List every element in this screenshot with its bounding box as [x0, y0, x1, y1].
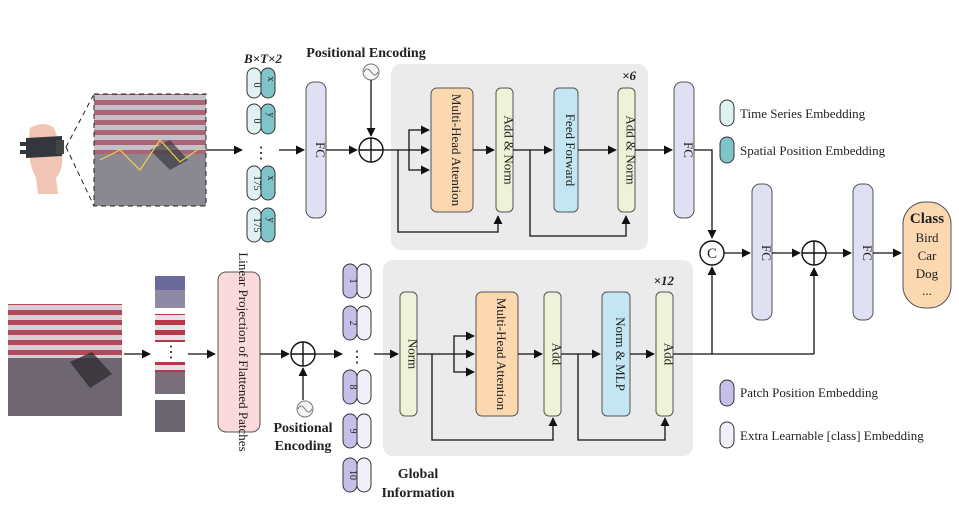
- svg-text:Add & Norm: Add & Norm: [624, 115, 639, 184]
- top-encoder-panel: [391, 64, 648, 250]
- bottom-encoder-panel: [383, 260, 693, 456]
- patch-token-1: 1: [342, 263, 372, 299]
- bottom-positional-encoding-line1: Positional: [273, 421, 332, 436]
- svg-text:Linear Projection of Flattened: Linear Projection of Flattened Patches: [236, 252, 251, 451]
- bottom-multi-head-attention-block: Multi-Head Attention: [475, 291, 519, 417]
- svg-text:175: 175: [251, 176, 262, 191]
- input-shape-label: B×T×2: [243, 51, 282, 66]
- patch-token-9: 9: [342, 413, 372, 449]
- sine-wave-icon: [362, 63, 380, 81]
- svg-text:y: y: [265, 218, 276, 223]
- time-series-token-x175: x 175: [246, 165, 276, 201]
- legend-extra-learnable-class-embedding: Extra Learnable [class] Embedding: [719, 421, 924, 449]
- fusion-fc-block-1: FC: [751, 183, 774, 321]
- global-information-line1: Global: [398, 467, 439, 482]
- svg-text:10: 10: [347, 470, 358, 480]
- top-add-norm-block-1: Add & Norm: [495, 87, 517, 213]
- fusion-fc-block-2: FC: [852, 183, 875, 321]
- class-output-title: Class: [910, 211, 944, 227]
- legend-swatch: [719, 379, 735, 407]
- patch-ellipsis: ⋮: [163, 344, 179, 361]
- top-fc-output-block: FC: [673, 81, 696, 219]
- top-multi-head-attention-block: Multi-Head Attention: [430, 87, 474, 213]
- linear-projection-block: Linear Projection of Flattened Patches: [217, 252, 261, 452]
- time-series-token-y0: y 0: [246, 103, 276, 135]
- legend-time-series-embedding: Time Series Embedding: [719, 99, 866, 127]
- svg-text:Time Series Embedding: Time Series Embedding: [740, 106, 866, 121]
- svg-text:Spatial Position Embedding: Spatial Position Embedding: [740, 143, 886, 158]
- top-add-norm-block-2: Add & Norm: [617, 87, 639, 213]
- svg-text:Add: Add: [550, 343, 565, 366]
- bottom-add-block-1: Add: [543, 291, 565, 417]
- svg-text:Extra Learnable [class] Embedd: Extra Learnable [class] Embedding: [740, 428, 924, 443]
- bottom-add-operator-icon: [290, 341, 316, 367]
- svg-text:Multi-Head Attention: Multi-Head Attention: [494, 298, 509, 411]
- eye-tracking-image: [93, 93, 207, 207]
- bottom-token-ellipsis: ⋮: [349, 349, 365, 366]
- patch-token-8: 8: [342, 369, 372, 405]
- legend-swatch: [719, 421, 735, 449]
- svg-text:Add: Add: [662, 343, 677, 366]
- concat-operator-icon: C: [699, 240, 725, 266]
- class-output-item: Dog: [916, 266, 939, 281]
- legend-swatch: [719, 99, 735, 127]
- legend-swatch: [719, 136, 735, 164]
- bottom-sine-wave-icon: [296, 400, 314, 418]
- svg-text:175: 175: [251, 218, 262, 233]
- svg-text:Norm & MLP: Norm & MLP: [613, 317, 628, 391]
- svg-text:x: x: [265, 176, 276, 181]
- svg-text:x: x: [265, 77, 276, 82]
- time-series-token-x0: x 0: [246, 67, 276, 99]
- class-output-item: ...: [922, 283, 932, 298]
- top-fc-input-block: FC: [305, 81, 328, 219]
- svg-text:Feed Forward: Feed Forward: [563, 114, 578, 187]
- top-repeat-label: ×6: [622, 68, 636, 83]
- global-information-line2: Information: [381, 486, 454, 501]
- top-add-operator-icon: [358, 137, 384, 163]
- legend-spatial-position-embedding: Spatial Position Embedding: [719, 136, 886, 164]
- bottom-norm-mlp-block: Norm & MLP: [601, 291, 631, 417]
- scene-image: [8, 304, 122, 416]
- top-feed-forward-block: Feed Forward: [553, 87, 579, 213]
- class-output-item: Bird: [915, 230, 939, 245]
- bottom-add-block-2: Add: [655, 291, 677, 417]
- svg-text:FC: FC: [759, 245, 774, 261]
- svg-text:FC: FC: [860, 245, 875, 261]
- svg-text:0: 0: [251, 119, 262, 124]
- legend-patch-position-embedding: Patch Position Embedding: [719, 379, 878, 407]
- class-output-box: Class Bird Car Dog ...: [902, 201, 952, 309]
- svg-text:0: 0: [251, 83, 262, 88]
- svg-text:2: 2: [347, 321, 358, 326]
- svg-text:1: 1: [347, 279, 358, 284]
- top-positional-encoding-label: Positional Encoding: [306, 46, 425, 61]
- svg-text:9: 9: [347, 429, 358, 434]
- eye-tracker-head-icon: [20, 124, 64, 194]
- svg-text:Multi-Head Attention: Multi-Head Attention: [449, 94, 464, 207]
- bottom-positional-encoding-line2: Encoding: [275, 439, 332, 454]
- svg-text:Patch Position Embedding: Patch Position Embedding: [740, 385, 878, 400]
- patch-token-2: 2: [342, 305, 372, 341]
- svg-text:8: 8: [347, 385, 358, 390]
- image-patches: [155, 276, 185, 432]
- svg-text:FC: FC: [681, 142, 696, 158]
- svg-text:y: y: [265, 113, 276, 118]
- svg-text:FC: FC: [313, 142, 328, 158]
- bottom-repeat-label: ×12: [654, 273, 675, 288]
- time-series-token-y175: y 175: [246, 207, 276, 243]
- top-token-ellipsis: ⋮: [253, 145, 269, 162]
- svg-text:C: C: [707, 246, 717, 262]
- patch-token-10: 10: [342, 457, 372, 493]
- class-output-item: Car: [918, 248, 937, 263]
- svg-text:Norm: Norm: [406, 339, 421, 369]
- svg-text:Add & Norm: Add & Norm: [502, 115, 517, 184]
- fusion-add-operator-icon: [801, 240, 827, 266]
